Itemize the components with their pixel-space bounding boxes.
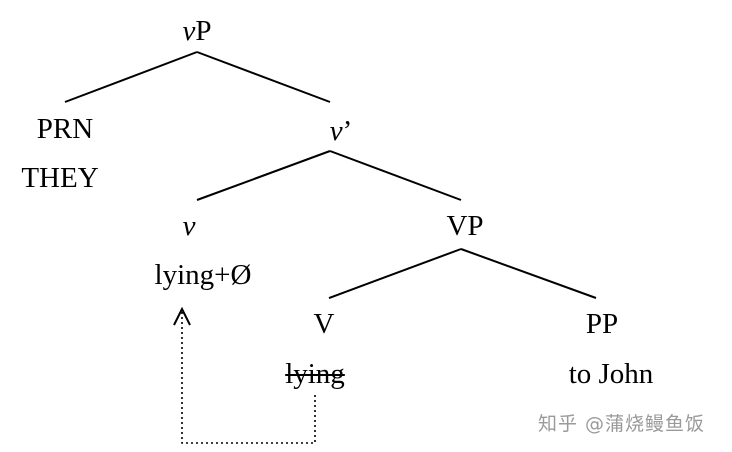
node-PRN-label: PRN <box>36 113 94 145</box>
node-V-label: V <box>313 308 335 340</box>
node-vbar-label: ’ <box>342 115 353 147</box>
branch-VP-to-V <box>328 248 462 299</box>
node-vP-label: P <box>195 15 212 47</box>
watermark-text: 知乎 @蒲烧鳗鱼饭 <box>538 413 706 435</box>
branch-vP-to-vbar <box>196 51 331 103</box>
node-vP: vP <box>182 17 211 46</box>
node-vbar: v’ <box>330 117 353 146</box>
node-v-word: lying+Ø <box>154 259 252 291</box>
node-PP-word: to John <box>568 358 654 390</box>
node-vP-prefix: v <box>182 15 196 47</box>
branch-vbar-to-v <box>196 150 331 201</box>
node-VP-label: VP <box>446 210 484 242</box>
node-v-label: v <box>182 210 196 242</box>
node-vbar-prefix: v <box>329 115 343 147</box>
movement-arrowhead <box>173 306 191 326</box>
node-PRN-word: THEY <box>21 162 99 194</box>
branch-VP-to-PP <box>460 248 597 299</box>
branch-vP-to-PRN <box>64 51 198 103</box>
movement-trace-path <box>181 312 316 444</box>
branch-vbar-to-VP <box>329 150 462 201</box>
node-PP-label: PP <box>585 308 619 340</box>
node-V-trace-word: lying <box>285 358 345 390</box>
